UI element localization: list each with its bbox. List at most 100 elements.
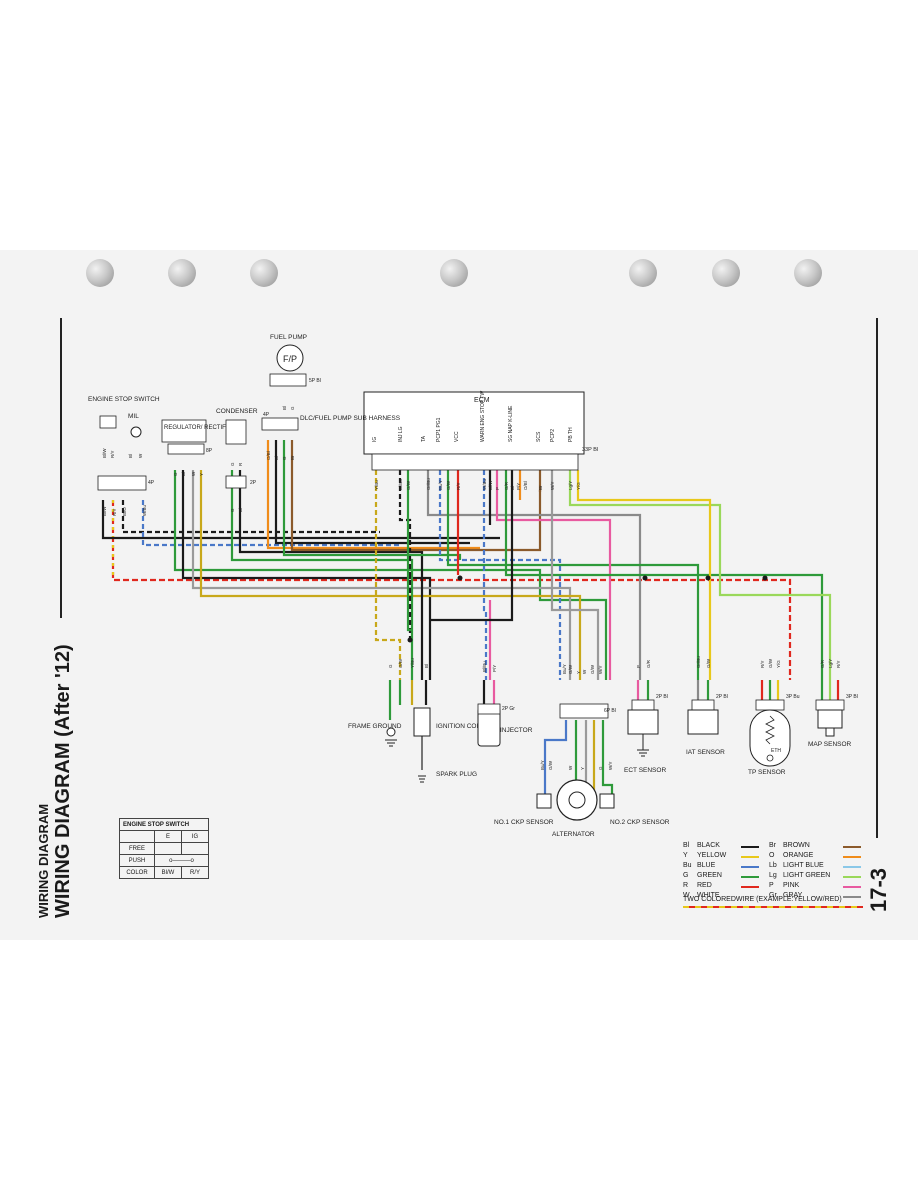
- wire-code: P: [636, 665, 641, 668]
- condenser-label: CONDENSER: [216, 408, 258, 415]
- wire-code: G/W: [568, 664, 573, 674]
- legend-swatch: [741, 876, 759, 878]
- wire-code: Gr/Bu: [696, 656, 701, 668]
- fuel-pump-connector: [269, 373, 307, 387]
- no2-ckp-label: NO.2 CKP SENSOR: [610, 819, 670, 826]
- table-header-ig: IG: [181, 830, 209, 843]
- wire-code: G: [290, 406, 295, 410]
- wire-code: Bl: [274, 456, 279, 460]
- legend-code: R: [683, 882, 689, 889]
- alternator-bottom-wire-codes: Bu/Y G/W W Y G W/Y: [540, 760, 613, 770]
- ect-label: ECT SENSOR: [624, 767, 666, 774]
- resistor-icon: [765, 715, 775, 745]
- connector-label: 8P: [206, 448, 213, 454]
- wire-code: G/W: [398, 658, 403, 668]
- map-connector: [815, 699, 845, 711]
- wire-yellow-green: [576, 470, 712, 680]
- connector-label: 2P Gr: [502, 706, 515, 712]
- legend-name: PINK: [783, 882, 800, 889]
- dlc-wire-codes: O/Bl Bl G Br: [266, 451, 295, 460]
- legend-swatch: [741, 866, 759, 868]
- wire-green: [230, 470, 414, 680]
- no1-ckp-sensor-box: [536, 793, 552, 809]
- ecm-function-label: WARN ENG STOP TW: [480, 391, 486, 442]
- binder-hole: [440, 259, 468, 287]
- alternator-label: ALTERNATOR: [552, 831, 595, 838]
- ecm-function-label: SCS: [536, 431, 542, 442]
- wire-code: Bl/W: [102, 448, 107, 458]
- wire-code: R/Y: [760, 660, 765, 668]
- fuel-pump-label: FUEL PUMP: [270, 334, 307, 341]
- wire-code: G: [598, 766, 603, 770]
- spark-plug-label: SPARK PLUG: [436, 771, 477, 778]
- legend-code: P: [769, 882, 774, 889]
- table-cell: [154, 842, 182, 855]
- splice-points: [407, 575, 768, 643]
- ecm-box: [363, 391, 585, 455]
- wire-white: [191, 470, 572, 680]
- coil-wire-codes: G G/W Y/Bu Bl: [388, 658, 429, 668]
- wire-code: G/W: [446, 480, 451, 490]
- wire-code: G/R: [646, 659, 651, 668]
- wire-harness: [101, 440, 840, 800]
- wire-code: Bl/Bu: [482, 661, 487, 672]
- wire-code: Bl: [510, 486, 515, 490]
- wire-light-green-yellow: [568, 470, 832, 680]
- legend-code: Bl: [683, 842, 690, 849]
- legend-code: Bu: [683, 862, 692, 869]
- legend-name: BROWN: [783, 842, 810, 849]
- wire-code: G/R: [504, 481, 509, 490]
- legend-code: Y: [683, 852, 688, 859]
- wire-code: Bu/Y: [562, 664, 567, 674]
- legend-code: G: [683, 872, 689, 879]
- map-wire-codes: G/R Lg/Y R/Y: [820, 659, 841, 668]
- wire-green-red: [504, 470, 824, 680]
- ect-ground-symbol: [637, 734, 649, 757]
- ect-sensor-body: [627, 709, 659, 735]
- four-pin-connector: [97, 475, 147, 491]
- wire-code: P: [495, 487, 500, 490]
- legend-name: BLUE: [697, 862, 716, 869]
- splice-dot: [705, 575, 711, 581]
- wire-white-blue: [141, 500, 400, 547]
- table-row-label: COLOR: [119, 866, 155, 879]
- ecm-function-label: VCC: [454, 431, 460, 442]
- wire-black: [181, 470, 432, 680]
- legend-name: BLACK: [697, 842, 720, 849]
- wire-code: G: [388, 664, 393, 668]
- ecm-function-label: TA: [421, 435, 427, 442]
- wire-code: P/Y: [492, 665, 497, 672]
- legend-row: Bl BLACK Br BROWN: [683, 842, 865, 852]
- injector-connector: [477, 703, 501, 715]
- legend-name: LIGHT GREEN: [783, 872, 831, 879]
- wire-black-blue: [398, 470, 412, 640]
- dlc-connector: [261, 417, 299, 431]
- wire-yellow: [199, 470, 582, 680]
- wire-pink: [495, 470, 612, 680]
- legend-name: WHITE: [697, 892, 720, 899]
- legend-row: R RED P PINK: [683, 882, 865, 892]
- wire-black: [238, 470, 424, 680]
- wire-green: [282, 440, 462, 560]
- wire-code: Bu/Y: [540, 760, 545, 770]
- binder-hole: [794, 259, 822, 287]
- wire-code: R: [238, 462, 243, 466]
- legend-code: Lg: [769, 872, 777, 879]
- ecm-function-label: INJ LG: [398, 426, 404, 442]
- ecm-function-label: PB TH: [568, 427, 574, 442]
- wire-code: W/Bu: [482, 479, 487, 490]
- legend-row: G GREEN Lg LIGHT GREEN: [683, 872, 865, 882]
- wire-code: G: [230, 508, 235, 512]
- ecm-label: ECM: [474, 397, 490, 404]
- tp-wire-codes: R/Y G/W Y/G: [760, 658, 781, 668]
- legend-row: Y YELLOW O ORANGE: [683, 852, 865, 862]
- tp-connector: [755, 699, 785, 711]
- ignition-coil-label: IGNITION COIL: [436, 723, 482, 730]
- regulator-connector: [167, 443, 205, 455]
- legend-swatch: [741, 856, 759, 858]
- splice-dot: [642, 575, 648, 581]
- ecm-connector-label: 33P Bl: [582, 447, 598, 453]
- two-colored-wire-example: [683, 906, 863, 908]
- ecm-function-label: IG: [372, 437, 378, 442]
- wire-code: Bl: [282, 406, 287, 410]
